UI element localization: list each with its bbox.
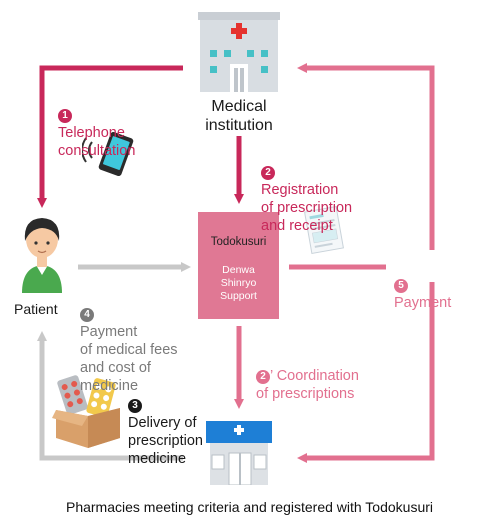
todokusuri-subtitle: Denwa Shinryo Support	[220, 264, 257, 302]
todokusuri-title: Todokusuri	[210, 236, 267, 248]
pharmacy-icon	[206, 421, 272, 485]
patient-label: Patient	[14, 301, 58, 317]
todokusuri-box: Todokusuri Denwa Shinryo Support	[198, 212, 279, 319]
phone-icon	[82, 132, 134, 176]
step-5-label: 5 Payment	[394, 258, 451, 312]
step-1-number: 1	[58, 109, 72, 123]
step-4-label: 4 Payment of medical fees and cost of me…	[80, 287, 178, 395]
medical-institution-label: Medical institution	[205, 98, 273, 134]
step-2-label: 2 Registration of prescription and recei…	[261, 145, 352, 235]
step-2-prime-label: 2’ Coordination of prescriptions	[256, 349, 359, 403]
step-5-text: Payment	[394, 295, 452, 311]
arrow-payment-to-pharmacy	[297, 282, 435, 463]
arrow-payment-to-hospital	[297, 63, 435, 250]
step-3-number: 3	[128, 399, 142, 413]
prescription-paper-icon	[304, 205, 344, 255]
step-4-text: Payment of medical fees and cost of medi…	[80, 324, 178, 394]
patient-icon	[22, 218, 62, 293]
step-2-prime-text: ’ Coordination of prescriptions	[256, 368, 359, 402]
step-4-number: 4	[80, 308, 94, 322]
step-3-label: 3 Delivery of prescription medicine	[128, 378, 203, 468]
step-5-number: 5	[394, 279, 408, 293]
step-1-text: Telephone consultation	[58, 125, 136, 159]
step-2-number: 2	[261, 166, 275, 180]
step-2-text: Registration of prescription and receipt	[261, 182, 353, 234]
diagram-caption: Pharmacies meeting criteria and register…	[65, 499, 434, 515]
step-3-text: Delivery of prescription medicine	[128, 415, 203, 467]
step-1-label: 1 Telephone consultation	[58, 88, 135, 160]
medicine-box-icon	[52, 375, 120, 448]
arrow-telephone-consultation	[37, 65, 183, 208]
hospital-icon	[198, 12, 280, 92]
arrow-delivery-of-medicine	[37, 331, 183, 461]
step-2-prime-number: 2	[256, 370, 270, 384]
